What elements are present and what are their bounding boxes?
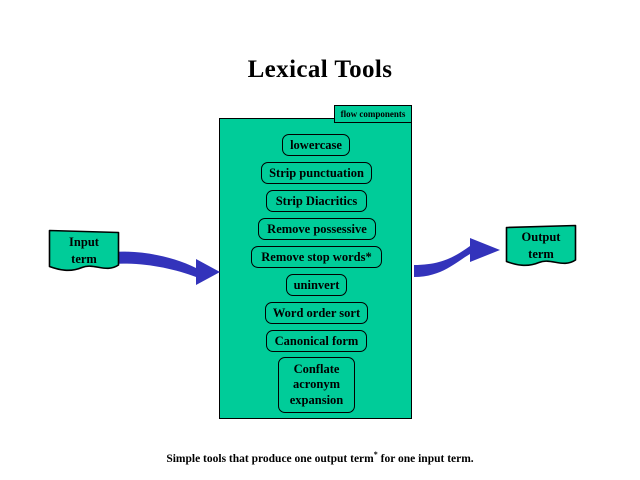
caption-prefix: Simple tools that produce one output ter… (166, 452, 374, 465)
step-conflate-line-3: expansion (289, 392, 344, 407)
input-term-node[interactable]: Input term (48, 229, 120, 275)
step-conflate-line-1: Conflate (293, 361, 340, 376)
flow-to-output-arrow (414, 238, 500, 277)
output-term-node[interactable]: Output term (505, 224, 577, 270)
step-uninvert[interactable]: uninvert (286, 274, 347, 296)
step-canonical-form[interactable]: Canonical form (266, 330, 367, 352)
flow-components-tab: flow components (334, 105, 412, 123)
step-strip-punctuation[interactable]: Strip punctuation (261, 162, 372, 184)
caption-footnote-marker: * (373, 450, 378, 459)
step-conflate-line-2: acronym (293, 377, 340, 392)
step-remove-possessive[interactable]: Remove possessive (258, 218, 376, 240)
step-word-order-sort[interactable]: Word order sort (265, 302, 368, 324)
document-shape-icon (505, 224, 577, 267)
step-lowercase[interactable]: lowercase (282, 134, 350, 156)
step-strip-diacritics[interactable]: Strip Diacritics (266, 190, 367, 212)
caption-suffix: for one input term. (377, 452, 474, 465)
document-shape-icon (48, 229, 120, 272)
step-conflate-acronym-expansion[interactable]: Conflate acronym expansion (278, 357, 355, 413)
step-remove-stop-words[interactable]: Remove stop words* (251, 246, 382, 268)
input-to-flow-arrow (112, 251, 220, 285)
page-title: Lexical Tools (247, 56, 393, 83)
caption: Simple tools that produce one output ter… (0, 450, 640, 465)
